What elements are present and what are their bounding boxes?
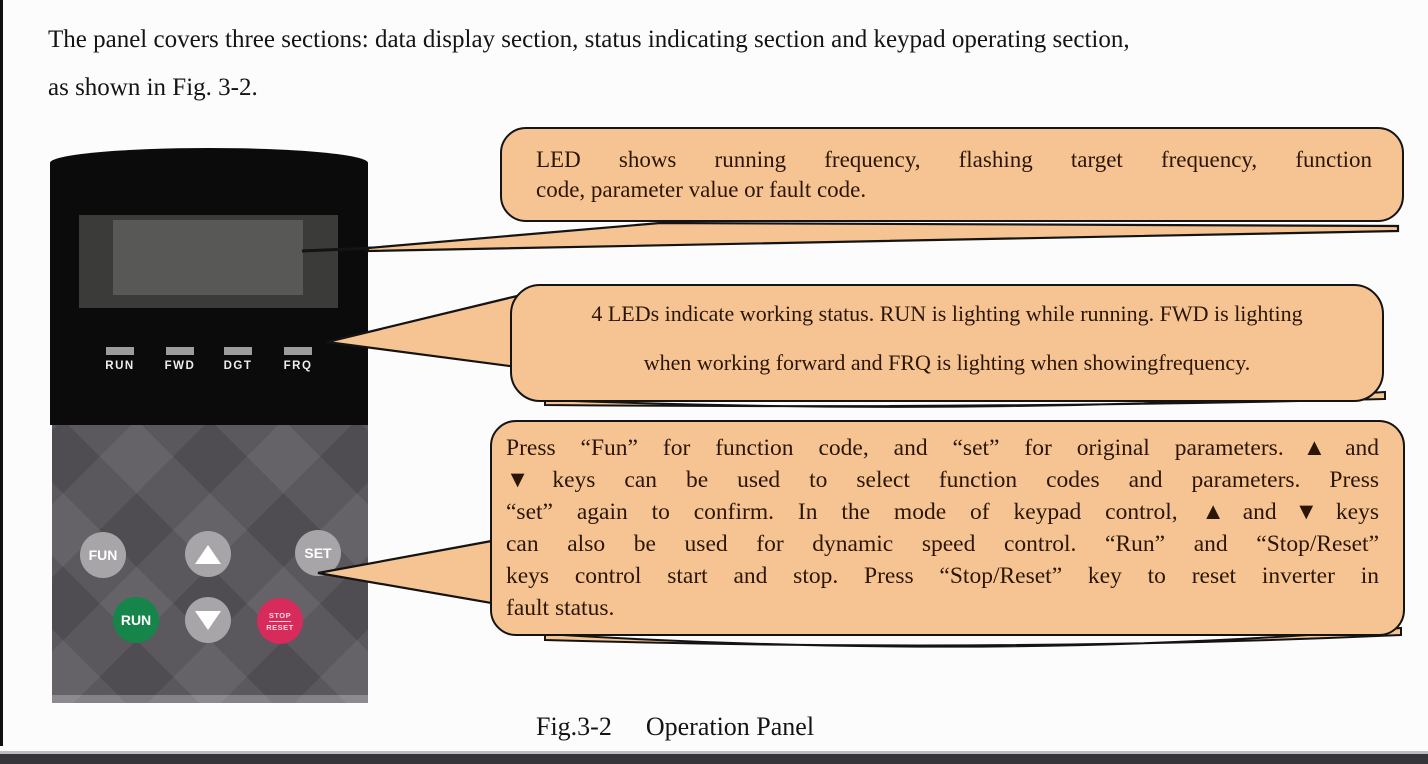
callout-keypad-line-4: can also be used for dynamic speed contr…: [506, 531, 1379, 557]
dgt-led-indicator: [224, 347, 252, 355]
callout-status-line-1: 4 LEDs indicate working status. RUN is l…: [591, 301, 1303, 326]
stop-reset-key: STOP RESET: [257, 598, 303, 644]
callout-keypad-line-6: fault status.: [506, 595, 615, 621]
run-led-indicator: [106, 347, 134, 355]
keypad-bottom-strip: [52, 695, 368, 703]
fwd-led-label: FWD: [164, 360, 196, 372]
fun-key: FUN: [80, 532, 126, 578]
callout-keypad-line-2: ▼keys can be used to select function cod…: [506, 467, 1379, 493]
led-display-screen: [113, 220, 303, 295]
set-key: SET: [295, 530, 341, 576]
run-led-label: RUN: [105, 360, 135, 372]
figure-caption-label: Fig.3-2: [536, 712, 612, 741]
intro-text-line-2: as shown in Fig. 3-2.: [48, 74, 258, 101]
bottom-divider-light: [0, 751, 1428, 754]
figure-caption: Fig.3-2 Operation Panel: [536, 712, 814, 742]
figure-caption-title: Operation Panel: [645, 712, 815, 741]
frq-led-label: FRQ: [283, 360, 313, 372]
up-arrow-icon: [195, 544, 221, 564]
callout-status: 4 LEDs indicate working status. RUN is l…: [510, 284, 1384, 402]
callout-keypad-line-1: Press “Fun” for function code, and “set”…: [506, 435, 1379, 461]
intro-text-line-1: The panel covers three sections: data di…: [48, 26, 1130, 53]
callout-status-line-2: when working forward and FRQ is lighting…: [643, 350, 1251, 375]
callout-display: LED shows running frequency, flashing ta…: [500, 127, 1404, 222]
callout-display-line-2: code, parameter value or fault code.: [536, 176, 867, 202]
run-key: RUN: [113, 597, 159, 643]
callout-keypad: Press “Fun” for function code, and “set”…: [490, 420, 1405, 636]
up-key: [185, 531, 231, 577]
callout-display-line-1: LED shows running frequency, flashing ta…: [536, 147, 1372, 172]
down-arrow-icon: [195, 610, 221, 630]
callout-keypad-line-5: keys control start and stop. Press “Stop…: [506, 563, 1379, 589]
page-left-border: [0, 0, 3, 746]
frq-led-indicator: [284, 347, 312, 355]
fwd-led-indicator: [166, 347, 194, 355]
down-key: [185, 597, 231, 643]
stop-reset-key-label: STOP RESET: [266, 610, 294, 632]
display-callout-tail: [366, 221, 1400, 253]
callout-keypad-line-3: “set” again to confirm. In the mode of k…: [506, 499, 1379, 525]
bottom-divider-dark: [0, 754, 1428, 764]
dgt-led-label: DGT: [223, 360, 253, 372]
